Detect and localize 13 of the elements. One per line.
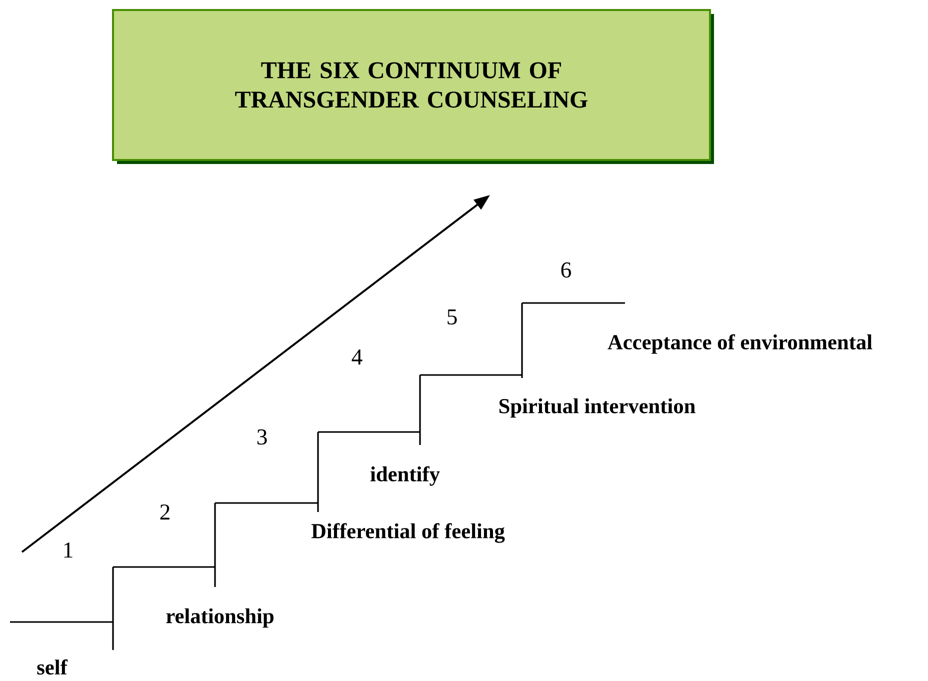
- step-label: Acceptance of environmental: [608, 334, 872, 354]
- step-number: 3: [257, 429, 267, 445]
- step-number: 5: [448, 309, 457, 325]
- step-label: self: [37, 659, 68, 675]
- step-label: relationship: [166, 608, 274, 628]
- step-number: 4: [352, 350, 362, 364]
- step-label: Spiritual intervention: [499, 398, 696, 418]
- step-label: Differential of feeling: [311, 523, 505, 543]
- title-box: THE SIX CONTINUUM OF TRANSGENDER COUNSELING: [112, 9, 711, 161]
- step-label: identify: [370, 466, 440, 486]
- step-number: 1: [64, 542, 72, 558]
- step-number: 2: [160, 504, 170, 520]
- step-number: 6: [561, 262, 571, 278]
